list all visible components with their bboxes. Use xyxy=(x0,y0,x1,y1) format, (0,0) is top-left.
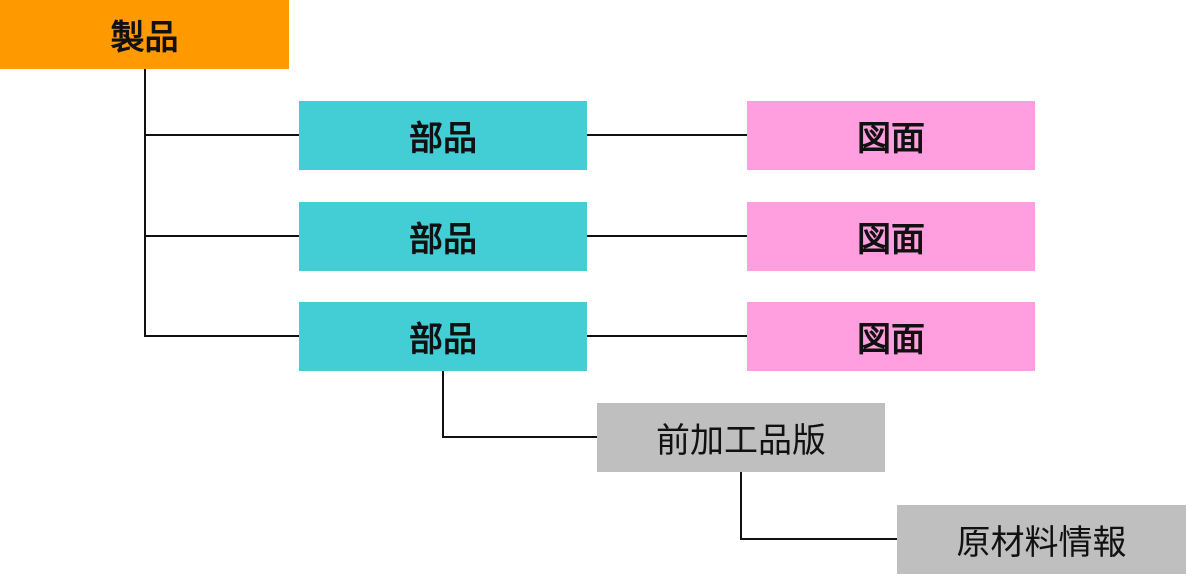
connector-preproc-raw-vertical xyxy=(740,472,742,540)
connector-preproc-raw-horizontal xyxy=(740,538,897,540)
connector-part-preproc-horizontal xyxy=(442,436,597,438)
drawing-node: 図面 xyxy=(747,202,1035,271)
drawing-node: 図面 xyxy=(747,302,1035,371)
part-node: 部品 xyxy=(299,202,587,271)
connector-product-part-2 xyxy=(144,235,299,237)
connector-part-drawing-2 xyxy=(587,235,747,237)
connector-product-part-1 xyxy=(144,134,299,136)
connector-part-drawing-1 xyxy=(587,134,747,136)
connector-product-part-3 xyxy=(144,335,299,337)
preprocessed-node: 前加工品版 xyxy=(597,403,885,472)
part-node: 部品 xyxy=(299,101,587,170)
part-node: 部品 xyxy=(299,302,587,371)
product-node: 製品 xyxy=(0,0,289,69)
connector-part-preproc-vertical xyxy=(442,371,444,438)
connector-product-trunk xyxy=(144,69,146,337)
drawing-node: 図面 xyxy=(747,101,1035,170)
raw-material-node: 原材料情報 xyxy=(897,505,1186,574)
connector-part-drawing-3 xyxy=(587,335,747,337)
